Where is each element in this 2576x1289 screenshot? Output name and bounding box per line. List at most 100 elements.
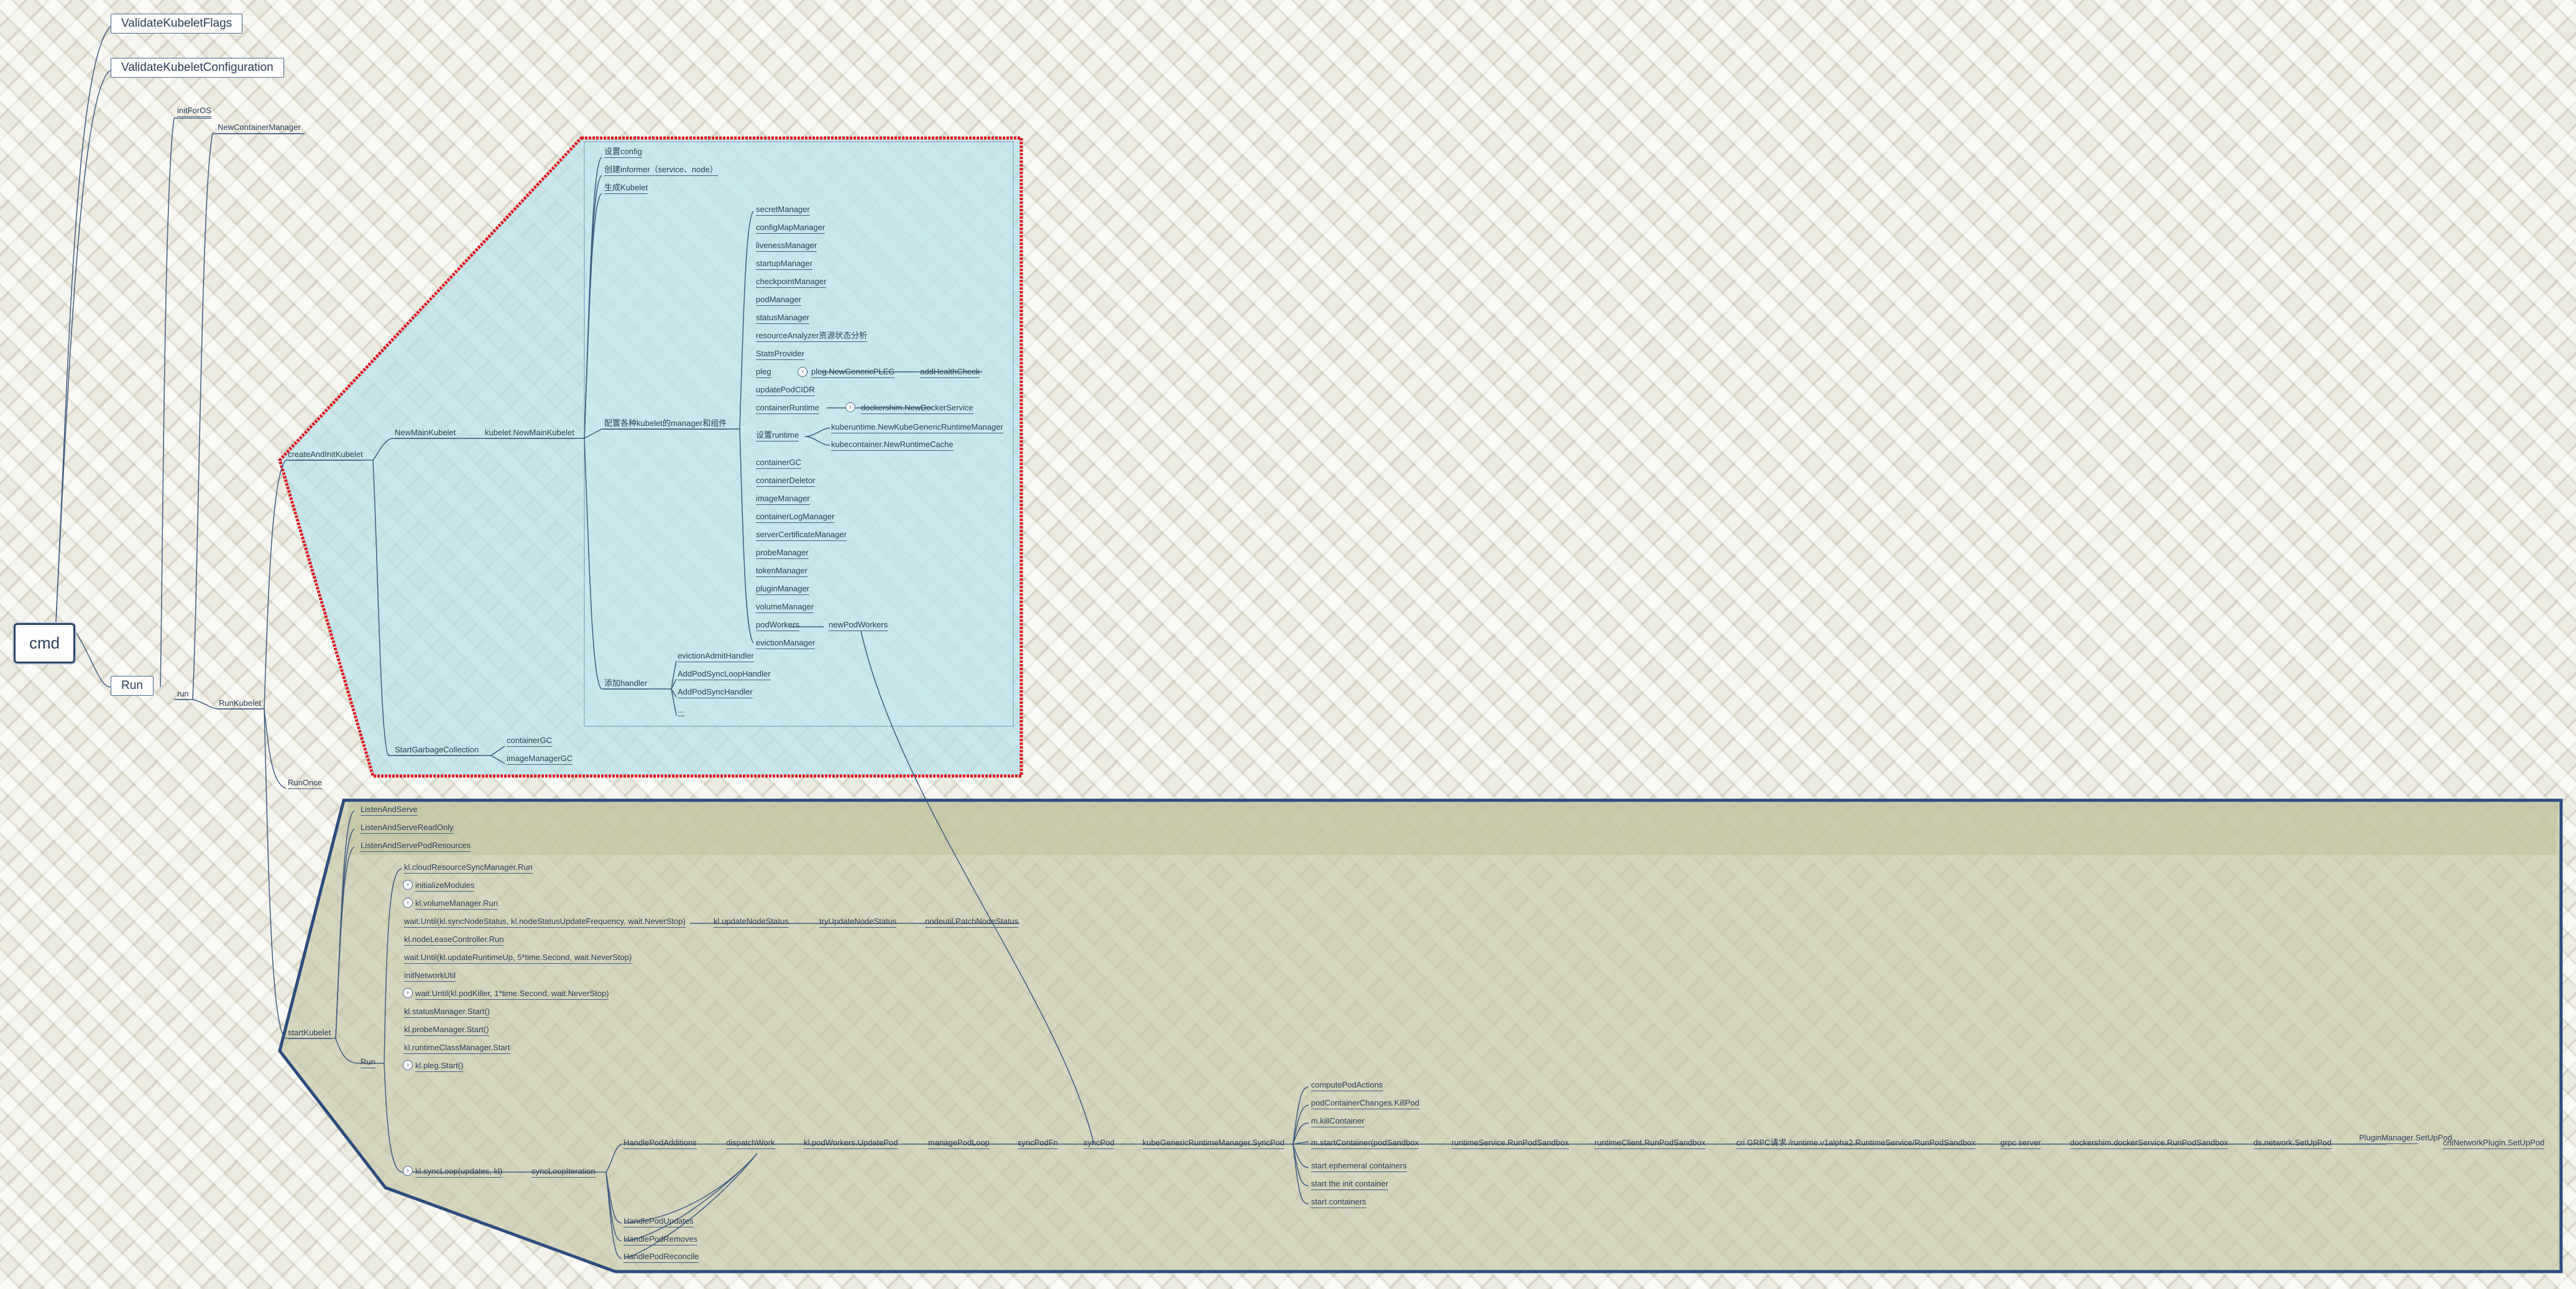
manager-item[interactable]: probeManager (756, 548, 809, 559)
node-update-node-status[interactable]: kl.updateNodeStatus (714, 917, 789, 928)
node-start-run[interactable]: Run (361, 1057, 375, 1068)
collapse-toggle-icon[interactable]: › (798, 367, 807, 377)
manager-item[interactable]: imageManager (756, 494, 810, 505)
node-handle-pod-removes[interactable]: HandlePodRemoves (623, 1234, 698, 1245)
collapse-toggle-icon[interactable]: › (403, 988, 413, 998)
node-update-pod[interactable]: kl.podWorkers.UpdatePod (804, 1138, 898, 1149)
node-configure-managers[interactable]: 配置各种kubelet的manager和组件 (604, 418, 727, 430)
sync-pod-child[interactable]: start the init container (1311, 1179, 1389, 1190)
manager-item[interactable]: containerGC (756, 458, 801, 469)
run-item[interactable]: kl.volumeManager.Run (415, 899, 498, 910)
node-image-manager-gc[interactable]: imageManagerGC (507, 754, 573, 765)
sync-pod-child[interactable]: m.killContainer (1311, 1116, 1364, 1127)
manager-item[interactable]: containerLogManager (756, 512, 835, 523)
node-try-update-node-status[interactable]: tryUpdateNodeStatus (819, 917, 897, 928)
node-sync-pod-fn[interactable]: syncPodFn (1018, 1138, 1059, 1149)
manager-item[interactable]: serverCertificateManager (756, 530, 847, 541)
node-add-handler[interactable]: 添加handler (604, 678, 648, 690)
run-item[interactable]: wait.Until(kl.syncNodeStatus, kl.nodeSta… (404, 917, 686, 928)
runtime-chain-item[interactable]: cri GRPC请求 /runtime.v1alpha2.RuntimeServ… (1736, 1138, 1976, 1149)
node-start-garbage-collection[interactable]: StartGarbageCollection (395, 745, 479, 756)
manager-item[interactable]: secretManager (756, 205, 810, 216)
run-item[interactable]: initNetworkUtil (404, 971, 456, 982)
manager-item[interactable]: containerDeletor (756, 476, 816, 487)
node-new-main-kubelet[interactable]: NewMainKubelet (395, 428, 456, 439)
manager-item[interactable]: tokenManager (756, 566, 808, 577)
run-item[interactable]: kl.runtimeClassManager.Start (404, 1043, 510, 1054)
node-handler[interactable]: AddPodSyncLoopHandler (678, 669, 771, 680)
runtime-chain-item[interactable]: grpc server (2000, 1138, 2041, 1149)
run-item[interactable]: wait.Until(kl.updateRuntimeUp, 5*time.Se… (404, 953, 632, 964)
node-dockershim[interactable]: dockershim.NewDockerService (861, 403, 973, 414)
node-new-container-manager[interactable]: NewContainerManager (218, 122, 301, 134)
node-container-gc[interactable]: containerGC (507, 736, 552, 747)
node-handle-pod-additions[interactable]: HandlePodAdditions (623, 1138, 697, 1149)
node-run-kubelet[interactable]: RunKubelet (219, 698, 261, 709)
manager-item[interactable]: evictionManager (756, 638, 816, 649)
manager-item[interactable]: updatePodCIDR (756, 385, 815, 396)
manager-item[interactable]: configMapManager (756, 223, 826, 234)
node-kuberuntime[interactable]: kuberuntime.NewKubeGenericRuntimeManager (831, 422, 1003, 433)
manager-item[interactable]: pluginManager (756, 584, 810, 595)
node-runtime-cache[interactable]: kubecontainer.NewRuntimeCache (831, 440, 954, 451)
node-listen-and-serve-read-only[interactable]: ListenAndServeReadOnly (361, 823, 454, 834)
run-item[interactable]: kl.pleg.Start() (415, 1061, 464, 1072)
node-pleg-new-generic[interactable]: pleg.NewGenericPLEG (811, 367, 895, 378)
node-run-once[interactable]: RunOnce (288, 778, 322, 789)
node-validate-kubelet-configuration[interactable]: ValidateKubeletConfiguration (111, 58, 284, 78)
run-item[interactable]: kl.probeManager.Start() (404, 1025, 489, 1036)
collapse-toggle-icon[interactable]: › (845, 402, 855, 412)
collapse-toggle-icon[interactable]: › (403, 1060, 413, 1070)
node-add-health-check[interactable]: addHealthCheck (920, 367, 980, 378)
root-node-cmd[interactable]: cmd (14, 623, 76, 663)
node-handle-pod-reconcile[interactable]: HandlePodReconcile (623, 1252, 699, 1263)
node-sync-loop-iteration[interactable]: syncLoopIteration (531, 1167, 596, 1178)
node-init-for-os[interactable]: initForOS (177, 106, 211, 117)
manager-item[interactable]: statusManager (756, 313, 809, 324)
node-create-informer[interactable]: 创建informer（service、node） (604, 165, 718, 176)
node-gen-kubelet[interactable]: 生成Kubelet (604, 183, 648, 194)
node-run-lower[interactable]: run (177, 689, 189, 700)
manager-item[interactable]: podWorkers (756, 620, 799, 631)
node-dispatch-work[interactable]: dispatchWork (726, 1138, 775, 1149)
manager-item[interactable]: startupManager (756, 259, 813, 270)
manager-item[interactable]: podManager (756, 295, 801, 306)
run-item[interactable]: kl.statusManager.Start() (404, 1007, 490, 1018)
node-handler[interactable]: evictionAdmitHandler (678, 651, 754, 662)
manager-item[interactable]: volumeManager (756, 602, 814, 613)
manager-item[interactable]: resourceAnalyzer资源状态分析 (756, 331, 868, 342)
node-handle-pod-updates[interactable]: HandlePodUpdates (623, 1216, 694, 1227)
node-listen-and-serve[interactable]: ListenAndServe (361, 805, 418, 816)
runtime-chain-item[interactable]: runtimeService.RunPodSandbox (1451, 1138, 1569, 1149)
run-item[interactable]: kl.nodeLeaseController.Run (404, 935, 504, 946)
collapse-toggle-icon[interactable]: › (403, 1166, 413, 1176)
manager-item[interactable]: containerRuntime (756, 403, 819, 414)
sync-pod-child[interactable]: podContainerChanges.KillPod (1311, 1098, 1420, 1109)
manager-item[interactable]: 设置runtime (756, 430, 799, 441)
node-run[interactable]: Run (111, 676, 154, 696)
run-item[interactable]: initializeModules (415, 880, 475, 892)
runtime-chain-item[interactable]: cniNetworkPlugin.SetUpPod (2443, 1138, 2545, 1149)
node-manage-pod-loop[interactable]: managePodLoop (928, 1138, 990, 1149)
manager-item[interactable]: livenessManager (756, 241, 817, 252)
manager-item[interactable]: checkpointManager (756, 277, 827, 288)
node-sync-pod[interactable]: syncPod (1083, 1138, 1115, 1149)
node-start-kubelet[interactable]: startKubelet (288, 1028, 331, 1039)
runtime-chain-item[interactable]: dockershim.dockerService.RunPodSandbox (2070, 1138, 2229, 1149)
collapse-toggle-icon[interactable]: › (403, 898, 413, 908)
sync-pod-child[interactable]: m.startContainer(podSandbox (1311, 1138, 1419, 1149)
sync-pod-child[interactable]: computePodActions (1311, 1080, 1383, 1091)
node-set-config[interactable]: 设置config (604, 147, 642, 158)
collapse-toggle-icon[interactable]: › (403, 880, 413, 890)
manager-item[interactable]: StatsProvider (756, 349, 805, 360)
node-create-and-init-kubelet[interactable]: createAndInitKubelet (288, 450, 363, 461)
node-sync-loop[interactable]: kl.syncLoop(updates, kl) (415, 1167, 503, 1178)
node-kube-generic-sync-pod[interactable]: kubeGenericRuntimeManager.SyncPod (1143, 1138, 1285, 1149)
node-patch-node-status[interactable]: nodeutil.PatchNodeStatus (925, 917, 1019, 928)
node-listen-and-serve-pod-resources[interactable]: ListenAndServePodResources (361, 841, 471, 852)
runtime-chain-item[interactable]: ds.network.SetUpPod (2253, 1138, 2332, 1149)
node-handler[interactable]: AddPodSyncHandler (678, 687, 753, 698)
manager-item[interactable]: pleg (756, 367, 771, 378)
node-validate-kubelet-flags[interactable]: ValidateKubeletFlags (111, 14, 243, 34)
node-new-pod-workers[interactable]: newPodWorkers (829, 620, 888, 631)
